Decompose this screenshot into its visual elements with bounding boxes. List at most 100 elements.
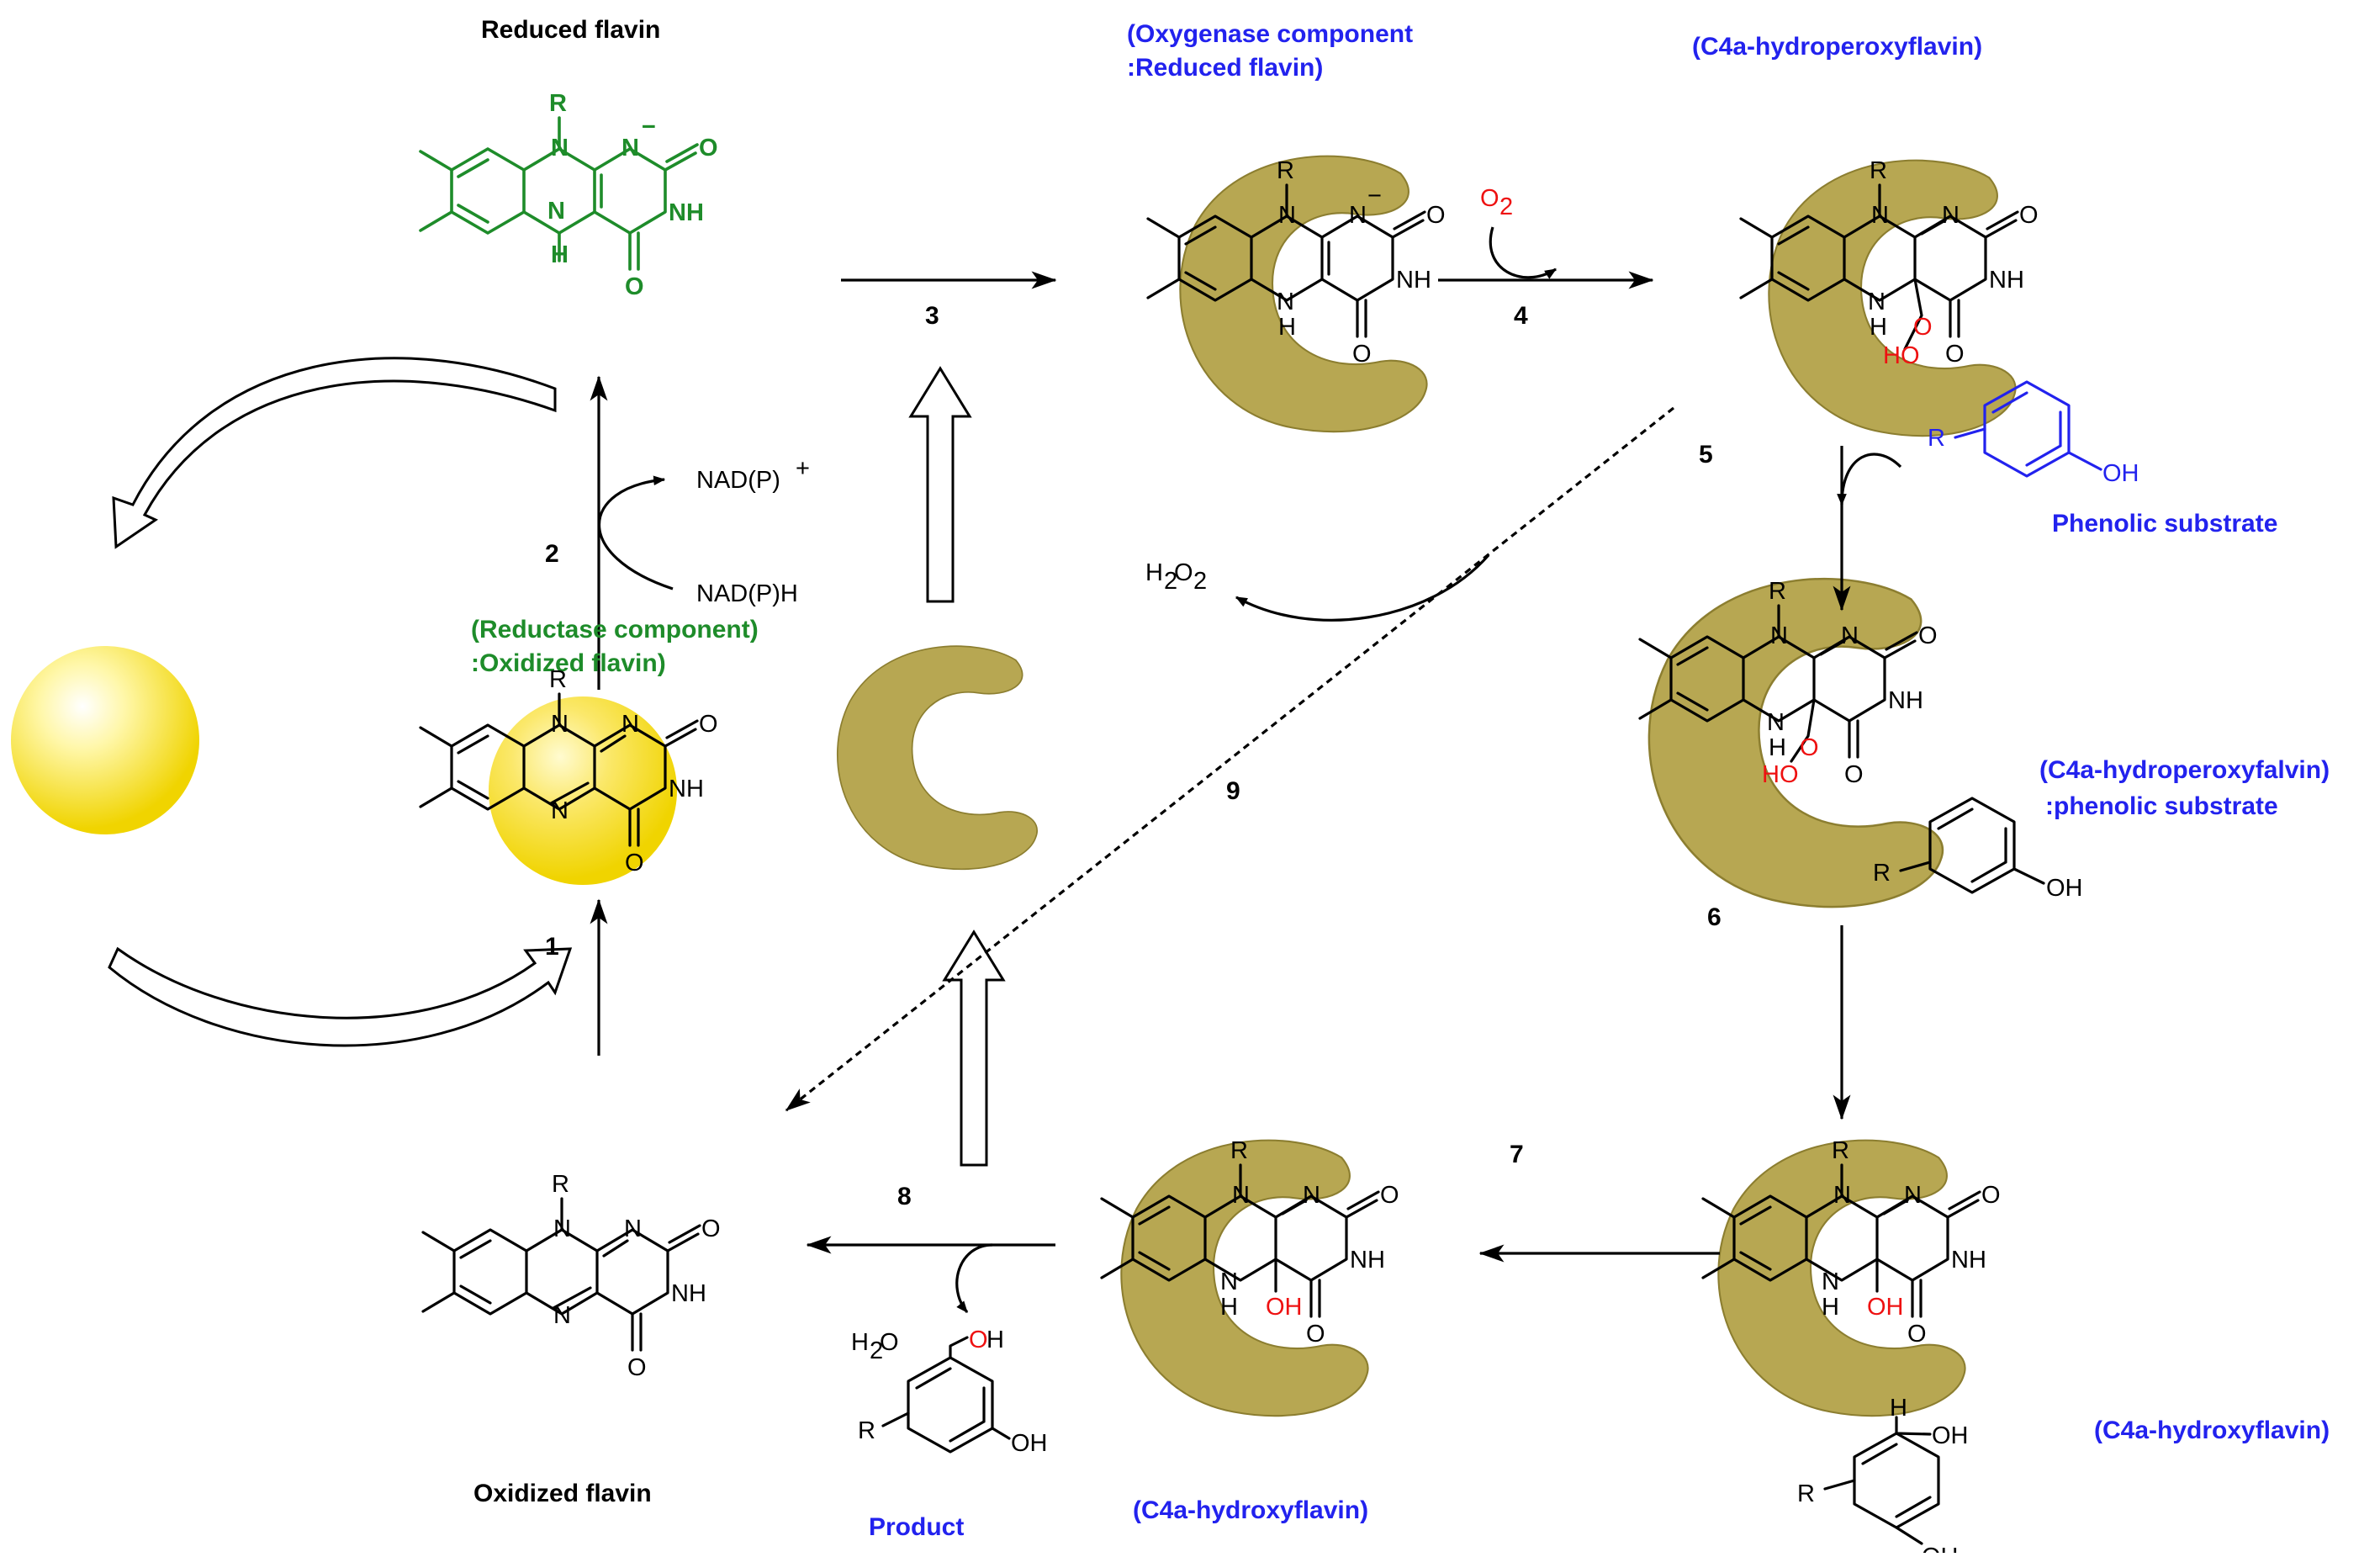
svg-text:N: N [624, 1215, 642, 1242]
svg-text:R: R [1873, 860, 1891, 887]
svg-text:O: O [625, 273, 644, 300]
svg-text:R: R [552, 1171, 569, 1198]
svg-text:OH: OH [1922, 1544, 1959, 1553]
label-oxygenase-line1: (Oxygenase component [1127, 20, 1413, 48]
svg-text:O: O [1907, 1321, 1927, 1348]
structure-c4a-hydroperoxyflavin: R N N O NH O N H O HO [1739, 157, 2039, 369]
step-9: 9 [1226, 777, 1240, 805]
structure-bound-phenol: OH R [1873, 797, 2083, 902]
svg-text:O: O [701, 1215, 721, 1242]
svg-text:O: O [880, 1329, 899, 1356]
structure-reduced-flavin: R N N − O NH O N H [419, 90, 718, 300]
svg-text:2: 2 [1499, 193, 1513, 220]
svg-text:N: N [1942, 202, 1960, 229]
svg-text:R: R [858, 1417, 875, 1444]
svg-text:N: N [551, 135, 569, 162]
label-hydroperoxy-complex-line1: (C4a-hydroperoxyfalvin) [2039, 756, 2330, 784]
svg-text:+: + [796, 455, 810, 482]
svg-text:N: N [1770, 622, 1788, 649]
svg-text:OH: OH [1266, 1294, 1303, 1321]
svg-text:−: − [642, 114, 656, 140]
svg-text:N: N [1349, 202, 1367, 229]
svg-text:NH: NH [1951, 1247, 1986, 1274]
svg-text:O: O [699, 711, 718, 738]
structure-oxidized-flavin-bound: R N N O NH O N [419, 666, 718, 876]
svg-text:NH: NH [1888, 687, 1923, 714]
curved-arrow-phenol [1837, 453, 1902, 506]
svg-text:NH: NH [1350, 1247, 1385, 1274]
reagent-h2o: H 2 O [851, 1329, 899, 1364]
svg-text:O: O [1306, 1321, 1325, 1348]
svg-text:N: N [621, 135, 639, 162]
label-reduced-flavin: Reduced flavin [481, 16, 660, 44]
svg-text:N: N [1822, 1268, 1839, 1295]
curved-arrow-o2 [1489, 226, 1557, 279]
svg-text:OH: OH [2102, 460, 2139, 487]
svg-text:N: N [553, 1215, 571, 1242]
svg-text:OH: OH [1932, 1422, 1969, 1449]
svg-text:NH: NH [1989, 267, 2024, 294]
svg-text:N: N [1904, 1182, 1922, 1209]
structure-catechol-product: O H OH R [858, 1327, 1048, 1457]
enzyme-free-reductase-released [836, 645, 1039, 871]
label-reductase-line1: (Reductase component) [471, 616, 759, 643]
curved-arrow-h2o [955, 1243, 993, 1314]
svg-text:R: R [1769, 578, 1786, 605]
svg-text:O: O [1913, 314, 1933, 341]
svg-text:N: N [551, 711, 569, 738]
svg-text:H: H [1890, 1395, 1907, 1422]
step-4: 4 [1514, 302, 1528, 330]
svg-text:N: N [1277, 289, 1294, 315]
svg-text:O: O [1480, 185, 1499, 212]
svg-text:O: O [969, 1327, 988, 1353]
svg-text:O: O [1918, 622, 1938, 649]
step-6: 6 [1707, 903, 1722, 931]
step-2: 2 [545, 540, 559, 568]
svg-text:N: N [1833, 1182, 1851, 1209]
svg-text:H: H [551, 241, 569, 268]
svg-text:2: 2 [1164, 568, 1177, 595]
svg-text:R: R [1928, 425, 1945, 452]
svg-text:H: H [1145, 559, 1163, 586]
svg-text:O: O [2019, 202, 2039, 229]
svg-text:OH: OH [1011, 1430, 1048, 1457]
svg-text:N: N [547, 198, 565, 225]
structure-c4a-hydroxyflavin-right: R N N O NH O N H OH [1701, 1137, 2001, 1348]
svg-text:O: O [627, 1354, 647, 1381]
svg-text:O: O [1800, 734, 1819, 761]
svg-text:HO: HO [1762, 761, 1799, 788]
label-oxidized-flavin: Oxidized flavin [473, 1480, 652, 1507]
step-8: 8 [897, 1183, 912, 1210]
structure-c4a-hydroxyflavin-bottom: R N N O NH O N H OH [1100, 1137, 1399, 1348]
svg-text:N: N [551, 797, 569, 824]
svg-text:H: H [986, 1327, 1004, 1353]
reagent-h2o2: H 2 O 2 [1145, 559, 1207, 595]
reagent-nadp-plus: NAD(P) + [696, 455, 810, 494]
svg-text:N: N [1303, 1182, 1320, 1209]
step-7: 7 [1510, 1141, 1524, 1168]
label-c4a-hydroxy-bottom: (C4a-hydroxyflavin) [1133, 1496, 1368, 1524]
hollow-arrow-up-top [908, 366, 972, 603]
structure-oxygenase-reduced-flavin: R N N − O NH O N H [1146, 157, 1446, 368]
structure-dienone-intermediate: H OH OH R [1797, 1395, 1969, 1557]
svg-text:HO: HO [1883, 342, 1920, 369]
label-c4a-hydroxy-right: (C4a-hydroxyflavin) [2094, 1417, 2330, 1444]
label-c4a-hydroperoxy: (C4a-hydroperoxyflavin) [1692, 33, 1982, 61]
svg-text:OH: OH [1867, 1294, 1904, 1321]
svg-text:NH: NH [669, 776, 704, 802]
svg-text:N: N [1767, 709, 1785, 736]
svg-text:O: O [1174, 559, 1193, 586]
enzyme-hydroperoxy-substrate [1647, 577, 1944, 908]
structure-phenolic-substrate: OH R [1928, 380, 2139, 487]
svg-text:NH: NH [671, 1280, 706, 1307]
svg-text:H: H [1220, 1294, 1238, 1321]
svg-text:N: N [1871, 202, 1889, 229]
svg-text:OH: OH [2046, 875, 2083, 902]
flavin-sphere-large [11, 646, 199, 834]
svg-text:H: H [1822, 1294, 1839, 1321]
svg-text:2: 2 [1193, 568, 1207, 595]
hollow-curved-arrow-bottom [108, 946, 573, 1047]
label-reductase-line2: :Oxidized flavin) [471, 649, 666, 677]
svg-text:R: R [1832, 1137, 1849, 1164]
